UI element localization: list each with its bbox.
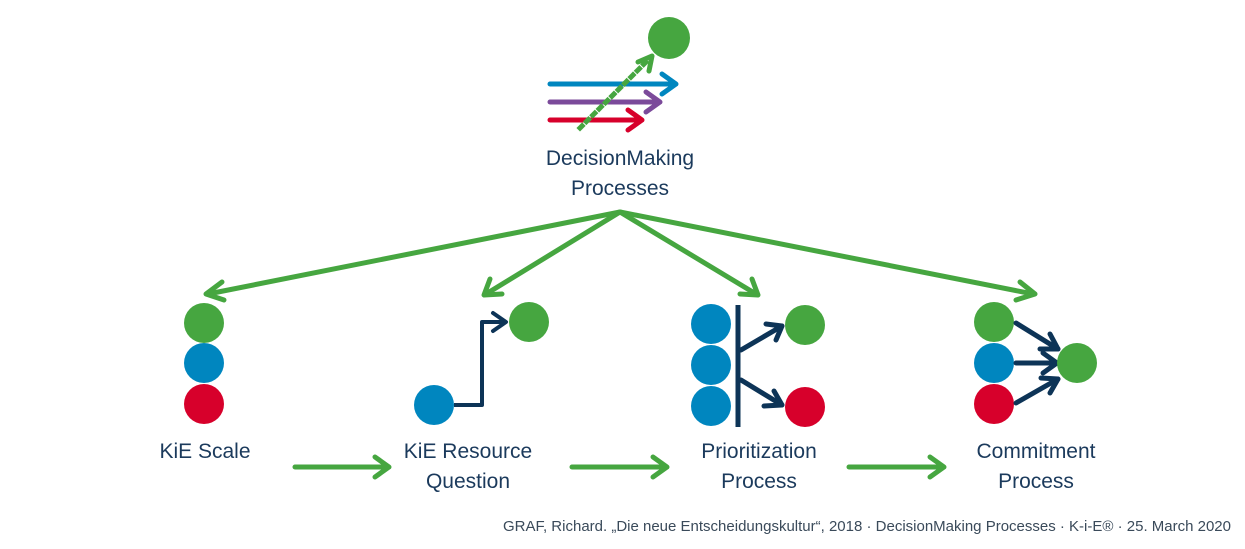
node-label-line2: Process (998, 470, 1074, 493)
prioritization-process-icon (691, 304, 825, 427)
title: DecisionMaking Processes (520, 144, 720, 204)
node-prioritization-process-label: Prioritization Process (659, 437, 859, 497)
red-arrow (547, 107, 645, 133)
kie-scale-icon (184, 303, 224, 424)
green-dotted-arrow (576, 53, 655, 132)
sequence-arrow-1 (292, 454, 392, 480)
branch-arrows (203, 209, 1038, 303)
green-goal-circle (648, 17, 690, 59)
branch-arrow-prioritization (617, 209, 761, 298)
title-line2: Processes (570, 177, 670, 200)
kie-resource-question-icon (414, 302, 549, 425)
commitment-process-icon (974, 302, 1097, 424)
node-label-line1: Commitment (976, 440, 1096, 463)
title-line1: DecisionMaking (545, 147, 695, 170)
sequence-arrow-2 (569, 454, 670, 480)
node-kie-scale-label: KiE Scale (105, 437, 305, 467)
blue-arrow (547, 71, 679, 97)
footer-citation: GRAF, Richard. „Die neue Entscheidungsku… (502, 518, 1231, 535)
node-label-line1: KiE Scale (159, 440, 251, 463)
node-label-line1: KiE Resource (403, 440, 533, 463)
node-commitment-process-label: Commitment Process (936, 437, 1136, 497)
node-label-line2: Process (721, 470, 797, 493)
branch-arrow-commitment (617, 209, 1038, 303)
branch-arrow-kie-scale (203, 209, 623, 303)
decision-making-icon (547, 17, 690, 133)
branch-arrow-resource-question (481, 209, 623, 298)
sequence-arrows (292, 454, 947, 480)
node-label-line1: Prioritization (701, 440, 817, 463)
node-label-line2: Question (425, 470, 511, 493)
node-kie-resource-question-label: KiE Resource Question (368, 437, 568, 497)
sequence-arrow-3 (846, 454, 947, 480)
